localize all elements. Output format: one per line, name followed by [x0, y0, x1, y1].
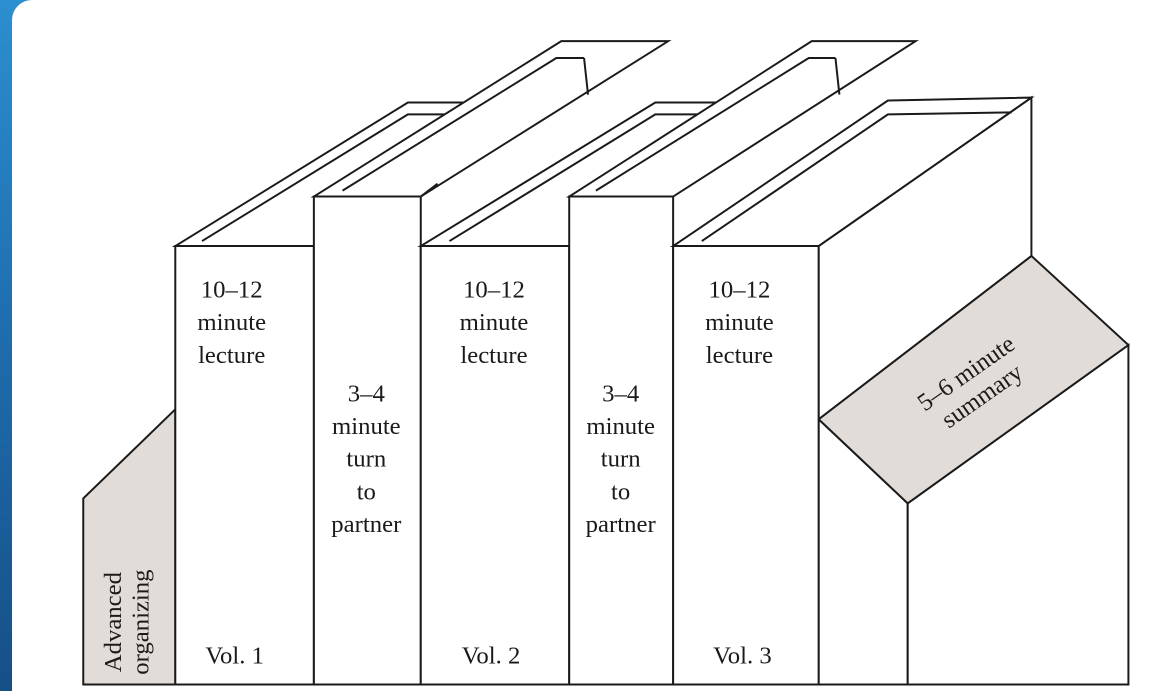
partner-2-line-1: 3–4: [602, 380, 639, 407]
partner-1-line-5: partner: [331, 511, 402, 538]
partner-2-line-3: turn: [601, 446, 641, 473]
lecture-1-vol: Vol. 1: [205, 643, 264, 670]
lecture-2-line-3: lecture: [460, 342, 527, 369]
partner-2-line-5: partner: [586, 511, 657, 538]
bookshelf-diagram: Advanced organizing 5–6 minute summary 1…: [82, 40, 1130, 686]
partner-1-line-4: to: [357, 478, 376, 505]
lecture-2-vol: Vol. 2: [462, 643, 521, 670]
lecture-3-line-3: lecture: [706, 342, 773, 369]
lecture-book-vol-3: 10–12 minute lecture Vol. 3: [669, 95, 1035, 686]
lecture-1-line-1: 10–12: [201, 276, 263, 303]
partner-book-1: 3–4 minute turn to partner: [310, 40, 672, 686]
organizer-label-line-1: Advanced: [100, 571, 127, 672]
lecture-3-line-2: minute: [705, 309, 774, 336]
lecture-1-line-3: lecture: [198, 342, 265, 369]
lecture-3-line-1: 10–12: [709, 276, 771, 303]
partner-1-line-2: minute: [332, 413, 401, 440]
organizer-label-line-2: organizing: [128, 569, 155, 674]
partner-1-line-1: 3–4: [348, 380, 385, 407]
lecture-3-vol: Vol. 3: [713, 643, 772, 670]
lecture-2-line-2: minute: [460, 309, 529, 336]
summary-bookend: 5–6 minute summary: [817, 254, 1130, 686]
lecture-1-line-2: minute: [197, 309, 266, 336]
partner-1-line-3: turn: [346, 446, 386, 473]
organizer-bookend: Advanced organizing: [82, 407, 177, 686]
partner-2-line-4: to: [611, 478, 630, 505]
lecture-2-line-1: 10–12: [463, 276, 525, 303]
diagram-frame: Advanced organizing 5–6 minute summary 1…: [12, 0, 1168, 691]
partner-2-line-2: minute: [586, 413, 655, 440]
